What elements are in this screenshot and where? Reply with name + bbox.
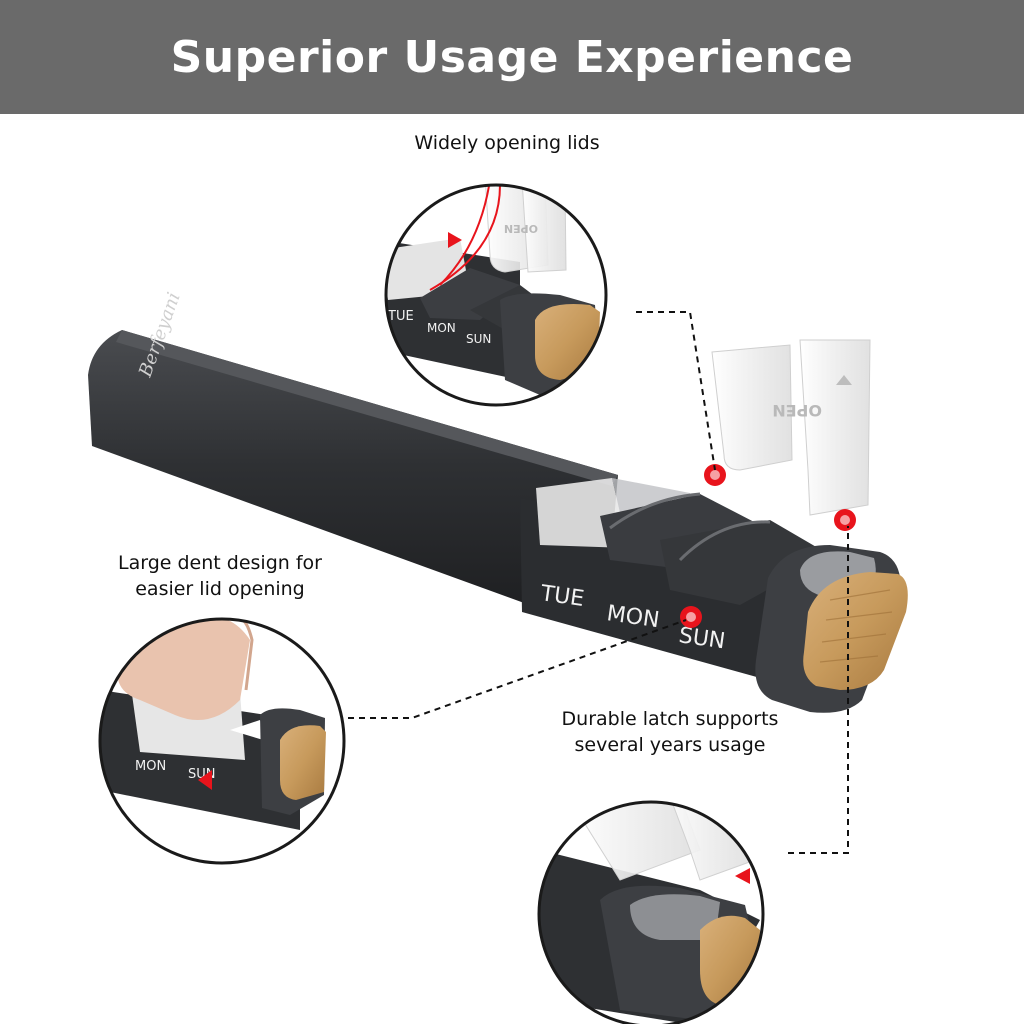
case-sleeve-highlight <box>116 330 618 486</box>
callout-line-latch <box>788 526 849 854</box>
arrow-icon <box>230 720 270 742</box>
callout-lines <box>348 311 849 854</box>
floating-lid-1 <box>711 344 793 471</box>
lid-swing-line <box>439 185 491 286</box>
caption-line: easier lid opening <box>135 577 305 600</box>
callout-line-dent <box>348 619 687 719</box>
lid-open-text: OPEN <box>772 401 822 420</box>
lid-swing-line <box>429 185 501 291</box>
zoom-day-tue: TUE <box>387 309 414 324</box>
callout-line-lids <box>636 311 716 471</box>
caption-widely-opening-lids: Widely opening lids <box>414 132 600 154</box>
caption-large-dent-design: Large dent design for easier lid opening <box>90 551 350 602</box>
case-sleeve <box>88 330 618 632</box>
arrow-left-icon <box>735 868 750 884</box>
zoom-day-mon: MON <box>135 759 166 774</box>
zoom-circle-lids: OPEN TUE MON SUN <box>384 183 608 407</box>
lid-open-text: OPEN <box>504 222 538 235</box>
zoom-circle-dent: MON SUN <box>98 617 346 865</box>
day-label-tue: TUE <box>538 581 585 612</box>
caption-line: Large dent design for <box>118 552 322 574</box>
wood-grain <box>819 589 893 663</box>
cavity-mon <box>600 494 760 570</box>
zoom-circle-latch: OPE <box>537 800 765 1024</box>
page-title: Superior Usage Experience <box>170 31 854 83</box>
caption-durable-latch: Durable latch supports several years usa… <box>530 707 810 758</box>
caption-line: Durable latch supports <box>561 708 779 730</box>
floating-lid-2 <box>799 339 871 516</box>
arrow-up-icon <box>836 375 852 385</box>
header-banner: Superior Usage Experience <box>0 0 1024 114</box>
zoom-day-sun: SUN <box>466 332 491 346</box>
arrow-left-icon <box>198 770 212 790</box>
arrow-right-icon <box>448 232 462 248</box>
divider <box>609 492 701 530</box>
pill-case-main: Berfeyani TUE MON SUN OPEN <box>88 290 908 713</box>
divider <box>678 520 771 562</box>
caption-line: several years usage <box>574 733 766 756</box>
zoom-day-mon: MON <box>427 321 456 335</box>
